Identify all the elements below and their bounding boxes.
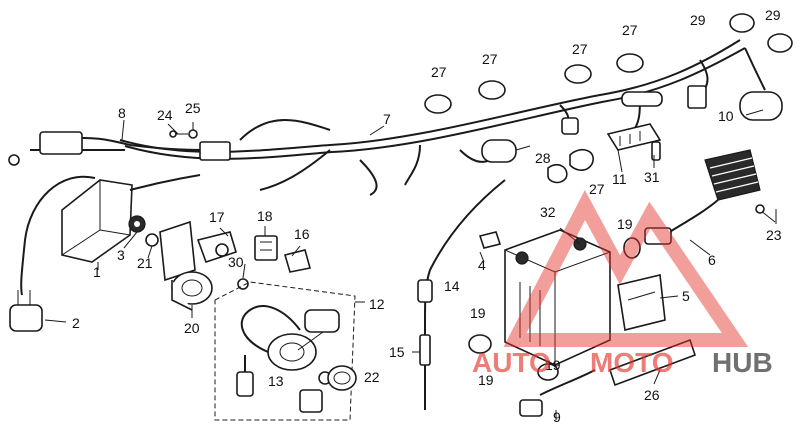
fuse-block-11 bbox=[606, 123, 662, 151]
label-8: 8 bbox=[118, 105, 126, 121]
label-21: 21 bbox=[137, 255, 153, 271]
label-30: 30 bbox=[228, 254, 244, 270]
label-25: 25 bbox=[185, 100, 201, 116]
battery-cable-9 bbox=[519, 369, 596, 417]
label-19-top: 19 bbox=[617, 216, 633, 232]
regulator-rectifier bbox=[644, 149, 761, 245]
label-19-bottom-left: 19 bbox=[478, 372, 494, 388]
label-2: 2 bbox=[72, 315, 80, 331]
relay-17 bbox=[196, 231, 237, 264]
label-1: 1 bbox=[93, 264, 101, 280]
battery-holder-5 bbox=[617, 274, 666, 331]
sub-harness bbox=[8, 131, 231, 166]
label-29-a: 29 bbox=[690, 12, 706, 28]
terminal-cover-4 bbox=[478, 231, 502, 249]
part-labels: 1 2 3 4 5 6 7 8 9 10 11 12 13 14 15 16 1… bbox=[72, 7, 782, 425]
label-32: 32 bbox=[540, 204, 556, 220]
ignition-coil bbox=[20, 174, 201, 296]
label-20: 20 bbox=[184, 320, 200, 336]
clip-28 bbox=[547, 163, 568, 184]
label-6: 6 bbox=[708, 252, 716, 268]
label-24: 24 bbox=[157, 107, 173, 123]
cushion-19 bbox=[468, 237, 641, 381]
label-13: 13 bbox=[268, 373, 284, 389]
label-19-left: 19 bbox=[470, 305, 486, 321]
label-16: 16 bbox=[294, 226, 310, 242]
label-18: 18 bbox=[257, 208, 273, 224]
watermark-logo: AUTO MOTO HUB bbox=[472, 190, 773, 378]
label-17: 17 bbox=[209, 209, 225, 225]
label-31: 31 bbox=[644, 169, 660, 185]
cable-14-15 bbox=[417, 179, 506, 410]
label-10: 10 bbox=[718, 108, 734, 124]
label-4: 4 bbox=[478, 257, 486, 273]
washer-25 bbox=[188, 129, 198, 139]
label-27-b: 27 bbox=[482, 51, 498, 67]
label-11: 11 bbox=[612, 171, 627, 187]
clamps-29 bbox=[729, 13, 793, 53]
label-5: 5 bbox=[682, 288, 690, 304]
fuse-31 bbox=[651, 141, 661, 161]
label-7: 7 bbox=[383, 111, 391, 127]
label-23: 23 bbox=[766, 227, 782, 243]
bolt-23 bbox=[755, 204, 776, 223]
label-26: 26 bbox=[644, 387, 660, 403]
connector-18 bbox=[254, 235, 278, 261]
collar-3 bbox=[128, 215, 146, 233]
bolt-21 bbox=[145, 233, 159, 247]
watermark-hub: HUB bbox=[712, 347, 773, 378]
turn-signal-relay-10 bbox=[687, 85, 783, 121]
label-27-a: 27 bbox=[431, 64, 447, 80]
clip-16 bbox=[283, 249, 312, 273]
watermark-moto: MOTO bbox=[590, 347, 673, 378]
resistor bbox=[621, 91, 663, 107]
ignition-switch-body bbox=[159, 220, 213, 311]
battery-strap-26 bbox=[608, 338, 697, 387]
label-15: 15 bbox=[389, 344, 405, 360]
label-3: 3 bbox=[117, 247, 125, 263]
ignition-switch-box bbox=[214, 281, 365, 421]
label-29-b: 29 bbox=[765, 7, 781, 23]
plug-connector bbox=[561, 117, 579, 135]
key-ring-22 bbox=[327, 365, 357, 391]
watermark-auto: AUTO bbox=[472, 347, 551, 378]
label-9: 9 bbox=[553, 409, 561, 425]
label-27-d: 27 bbox=[622, 22, 638, 38]
clamps-27 bbox=[424, 53, 644, 171]
screw-24 bbox=[169, 130, 188, 138]
leader-lines bbox=[44, 109, 777, 420]
label-12: 12 bbox=[369, 296, 385, 312]
label-14: 14 bbox=[444, 278, 460, 294]
label-19-bottom: 19 bbox=[545, 357, 561, 373]
condenser bbox=[481, 139, 531, 163]
label-27-c: 27 bbox=[572, 41, 588, 57]
spark-plug-cap bbox=[9, 290, 43, 332]
label-28: 28 bbox=[535, 150, 551, 166]
label-27-e: 27 bbox=[589, 181, 605, 197]
label-22: 22 bbox=[364, 369, 380, 385]
